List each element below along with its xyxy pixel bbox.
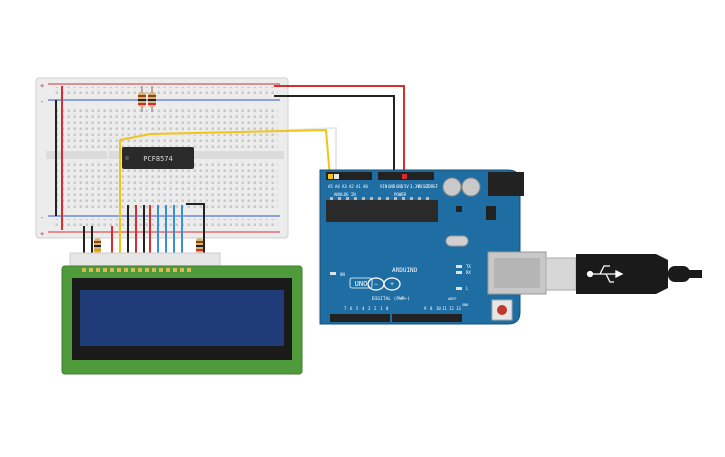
analog-header-label: ANALOG IN <box>334 192 356 197</box>
resistor-pullup-2 <box>148 86 156 112</box>
digital-pin-6: 6 <box>350 306 353 311</box>
svg-text:-: - <box>40 214 44 222</box>
digital-pin-13: 13 <box>456 306 461 311</box>
digital-pin-2: 2 <box>374 306 377 311</box>
digital-pin-7: 7 <box>344 306 347 311</box>
led-label-tx: TX <box>466 264 471 269</box>
digital-pin-1: 1 <box>380 306 383 311</box>
power-header-label: POWER <box>394 192 407 197</box>
led-label-rx: RX <box>466 270 471 275</box>
arduino-logo: − + <box>367 277 401 291</box>
digital-pin-12: 12 <box>449 306 454 311</box>
svg-text:UNO: UNO <box>355 280 368 288</box>
digital-pin-gnd: GND <box>462 303 468 307</box>
digital-pin-11: 11 <box>442 306 447 311</box>
svg-text:+: + <box>40 82 44 90</box>
arduino-brand: ARDUINO <box>392 267 418 274</box>
uno-badge: UNO <box>349 277 373 289</box>
digital-pin-8: 8 <box>430 306 433 311</box>
digital-header-low <box>330 314 390 322</box>
analog-pin-a0: A0 <box>363 184 368 189</box>
power-pin-gnd-2: GND <box>396 184 404 189</box>
svg-text:+: + <box>40 230 44 238</box>
resistor-pullup-1 <box>138 86 146 112</box>
arduino-uno-board: A5 A4 A3 A2 A1 A0 ANALOG IN VIN GND GND … <box>319 169 547 325</box>
wire-red-5v <box>274 85 405 178</box>
power-pin-vin: VIN <box>380 184 388 189</box>
power-pin-3v3: 3.3V <box>410 184 420 189</box>
analog-pin-a4: A4 <box>335 184 340 189</box>
breadboard: + - - + <box>35 77 289 239</box>
power-pin-gnd-1: GND <box>388 184 396 189</box>
analog-pin-a1: A1 <box>356 184 361 189</box>
digital-pin-5: 5 <box>356 306 359 311</box>
svg-text:+: + <box>390 281 394 288</box>
usb-cable <box>545 254 702 294</box>
wire-yellow-scl <box>119 128 331 258</box>
capacitor-2 <box>461 177 481 197</box>
power-pin-5v: 5V <box>404 184 409 189</box>
digital-pin-10: 10 <box>436 306 441 311</box>
digital-pin-0: 0 <box>386 306 389 311</box>
pcf8574-chip: PCF8574 <box>122 147 194 169</box>
power-pin-ioref: IOREF <box>426 184 439 189</box>
analog-pin-a2: A2 <box>349 184 354 189</box>
power-pin-reset: RESET <box>418 184 431 189</box>
digital-pin-9: 9 <box>424 306 427 311</box>
resistor-lcd-backlight <box>196 238 203 254</box>
led-on <box>330 272 336 275</box>
digital-pin-aref: AREF <box>448 297 456 301</box>
led-label-l: L <box>466 286 469 291</box>
digital-pin-3: 3 <box>368 306 371 311</box>
analog-header <box>326 172 372 180</box>
resistor-lcd-contrast <box>94 238 101 254</box>
wire-black-gnd <box>274 95 395 178</box>
dc-power-jack <box>488 172 524 196</box>
chip-label: PCF8574 <box>143 155 173 163</box>
analog-pin-a5: A5 <box>328 184 333 189</box>
led-label-on: ON <box>340 272 345 277</box>
svg-text:−: − <box>374 281 378 288</box>
analog-pin-a3: A3 <box>342 184 347 189</box>
crystal <box>445 235 469 247</box>
atmega-chip <box>326 200 438 222</box>
lcd-screen <box>80 290 284 346</box>
svg-text:-: - <box>40 98 44 106</box>
capacitor-1 <box>442 177 462 197</box>
lcd-16x2 <box>61 252 303 375</box>
digital-pin-4: 4 <box>362 306 365 311</box>
digital-header-label: DIGITAL (PWM~) <box>372 296 410 302</box>
usb-icon <box>586 265 624 283</box>
digital-header-high <box>392 314 462 322</box>
